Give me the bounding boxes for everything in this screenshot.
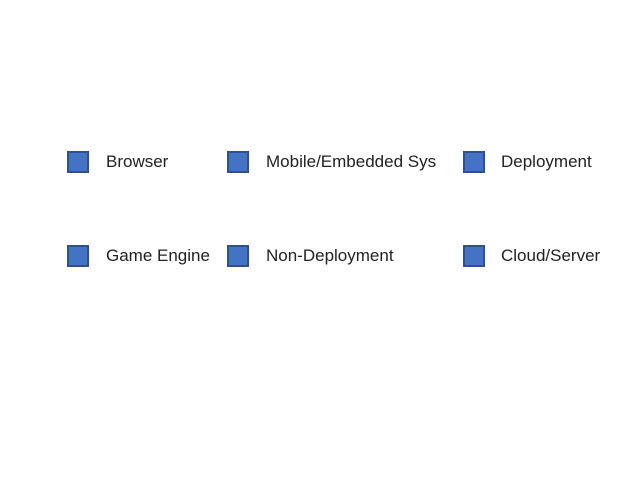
legend-item-deployment: Deployment [463,149,592,175]
legend-item-mobile-embedded: Mobile/Embedded Sys [227,149,436,175]
legend-swatch [227,245,249,267]
legend-label: Non-Deployment [266,246,394,265]
legend-swatch [67,245,89,267]
legend-swatch [227,151,249,173]
legend-swatch [67,151,89,173]
legend-item-non-deployment: Non-Deployment [227,243,394,269]
legend-label: Deployment [501,152,592,171]
legend-label: Cloud/Server [501,246,601,265]
legend-item-game-engine: Game Engine [67,243,210,269]
legend-swatch [463,245,485,267]
legend-item-cloud-server: Cloud/Server [463,243,600,269]
legend-label: Browser [106,152,169,171]
legend-label: Game Engine [106,246,210,265]
legend-item-browser: Browser [67,149,168,175]
legend-swatch [463,151,485,173]
legend-label: Mobile/Embedded Sys [266,152,437,171]
